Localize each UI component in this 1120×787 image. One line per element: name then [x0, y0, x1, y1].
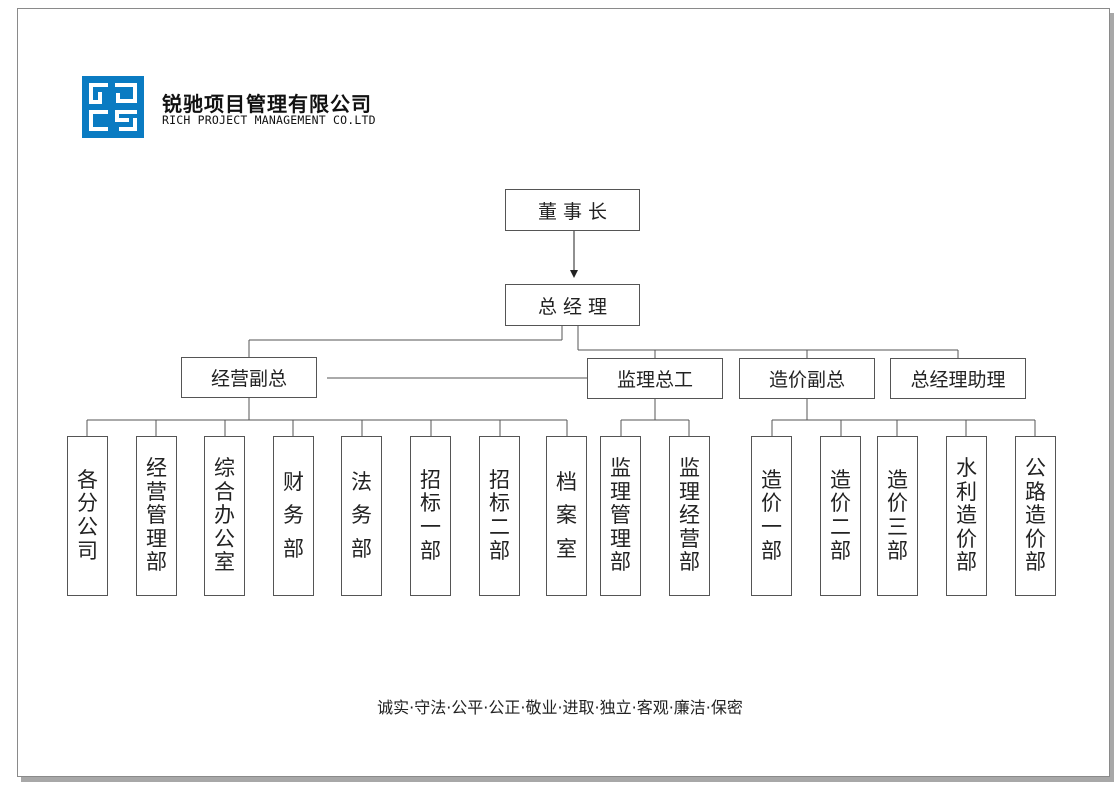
dept-tender-1-label: 招标一部 [420, 467, 441, 563]
company-motto: 诚实·守法·公平·公正·敬业·进取·独立·客观·廉洁·保密 [377, 698, 743, 717]
dept-cost-3: 造价三部 [877, 436, 918, 596]
dept-branches: 各分公司 [67, 436, 108, 596]
dept-general-office-label: 综合办公室 [214, 456, 235, 575]
dept-branches-label: 各分公司 [77, 467, 98, 563]
node-general-manager: 总 经 理 [505, 284, 640, 326]
dept-highway-cost-label: 公路造价部 [1025, 456, 1046, 575]
dept-supervision-business-label: 监理经营部 [679, 456, 700, 575]
node-vp-cost-label: 造价副总 [768, 369, 845, 391]
node-chief-supervisor: 监理总工 [587, 358, 723, 399]
dept-legal-label: 法务部 [351, 469, 372, 561]
dept-cost-2: 造价二部 [820, 436, 861, 596]
company-logo [82, 76, 144, 138]
dept-legal: 法务部 [341, 436, 382, 596]
dept-tender-1: 招标一部 [410, 436, 451, 596]
dept-tender-2-label: 招标二部 [489, 467, 510, 563]
node-gm-assistant: 总经理助理 [890, 358, 1026, 399]
dept-cost-2-label: 造价二部 [830, 467, 851, 563]
dept-general-office: 综合办公室 [204, 436, 245, 596]
dept-business-management: 经营管理部 [136, 436, 177, 596]
dept-cost-1-label: 造价一部 [761, 467, 782, 563]
node-chairman-label: 董 事 长 [537, 200, 608, 223]
company-name-cn: 锐驰项目管理有限公司 [162, 92, 372, 116]
node-vp-business-label: 经营副总 [210, 368, 287, 390]
dept-business-management-label: 经营管理部 [146, 456, 167, 575]
node-vp-business: 经营副总 [181, 357, 317, 398]
dept-supervision-management: 监理管理部 [600, 436, 641, 596]
node-chief-supervisor-label: 监理总工 [616, 369, 693, 391]
dept-archives-label: 档案室 [556, 469, 577, 561]
node-chairman: 董 事 长 [505, 189, 640, 231]
dept-supervision-business: 监理经营部 [669, 436, 710, 596]
dept-finance-label: 财务部 [283, 469, 304, 561]
dept-highway-cost: 公路造价部 [1015, 436, 1056, 596]
node-general-manager-label: 总 经 理 [537, 295, 608, 318]
company-name-en: RICH PROJECT MANAGEMENT CO.LTD [162, 113, 376, 127]
dept-water-cost-label: 水利造价部 [956, 456, 977, 575]
node-gm-assistant-label: 总经理助理 [910, 369, 1006, 391]
dept-water-cost: 水利造价部 [946, 436, 987, 596]
dept-cost-3-label: 造价三部 [887, 467, 908, 563]
dept-finance: 财务部 [273, 436, 314, 596]
dept-tender-2: 招标二部 [479, 436, 520, 596]
dept-supervision-management-label: 监理管理部 [610, 456, 631, 575]
dept-cost-1: 造价一部 [751, 436, 792, 596]
node-vp-cost: 造价副总 [739, 358, 875, 399]
dept-archives: 档案室 [546, 436, 587, 596]
